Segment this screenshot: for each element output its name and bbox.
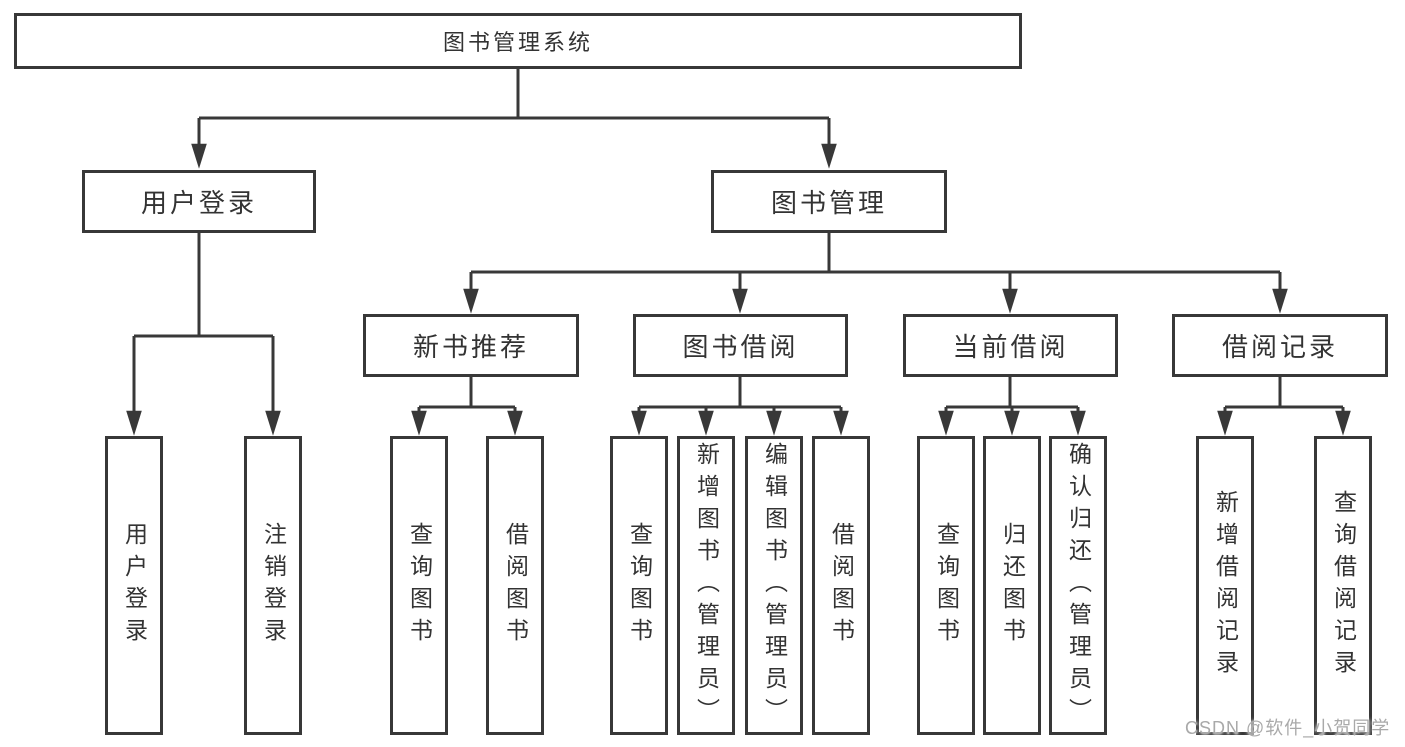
node-label: 当前借阅 xyxy=(952,332,1069,362)
node-current-borrow: 当前借阅 xyxy=(903,314,1118,377)
node-label: 新书推荐 xyxy=(412,332,529,362)
leaf-confirm-return-admin: 确认归还（管理员） xyxy=(1049,436,1107,735)
leaf-label: 归还图书 xyxy=(999,521,1026,650)
leaf-label: 编辑图书（管理员） xyxy=(761,441,788,730)
connector-recommend-trunk xyxy=(419,377,515,409)
leaf-current-query-book: 查询图书 xyxy=(917,436,975,735)
node-label: 图书借阅 xyxy=(682,332,799,362)
leaf-label: 查询图书 xyxy=(406,521,433,650)
node-book-borrow: 图书借阅 xyxy=(633,314,848,377)
leaf-label: 查询图书 xyxy=(933,521,960,650)
leaf-edit-book-admin: 编辑图书（管理员） xyxy=(745,436,803,735)
leaf-label: 借阅图书 xyxy=(828,521,855,650)
leaf-label: 查询借阅记录 xyxy=(1330,489,1357,682)
node-user-login: 用户登录 xyxy=(82,170,316,233)
leaf-label: 新增图书（管理员） xyxy=(693,441,720,730)
leaf-label: 借阅图书 xyxy=(502,521,529,650)
leaf-return-book: 归还图书 xyxy=(983,436,1041,735)
leaf-label: 新增借阅记录 xyxy=(1212,489,1239,682)
leaf-query-borrow-record: 查询借阅记录 xyxy=(1314,436,1372,735)
leaf-add-book-admin: 新增图书（管理员） xyxy=(677,436,735,735)
csdn-watermark: CSDN @软件_小贺同学 xyxy=(1185,718,1391,738)
connector-root-trunk xyxy=(199,69,829,120)
connector-records-trunk xyxy=(1225,377,1343,409)
connector-mgmt-trunk xyxy=(471,233,1280,274)
node-label: 用户登录 xyxy=(140,188,257,218)
node-new-book-recommend: 新书推荐 xyxy=(363,314,579,377)
node-borrow-records: 借阅记录 xyxy=(1172,314,1388,377)
node-book-management: 图书管理 xyxy=(711,170,947,233)
node-label: 图书管理 xyxy=(770,188,887,218)
leaf-add-borrow-record: 新增借阅记录 xyxy=(1196,436,1254,735)
leaf-label: 注销登录 xyxy=(260,521,287,650)
leaf-logout: 注销登录 xyxy=(244,436,302,735)
node-label: 借阅记录 xyxy=(1221,332,1338,362)
leaf-recommend-query-book: 查询图书 xyxy=(390,436,448,735)
leaf-label: 查询图书 xyxy=(626,521,653,650)
leaf-label: 用户登录 xyxy=(121,521,148,650)
leaf-label: 确认归还（管理员） xyxy=(1065,441,1092,730)
node-root: 图书管理系统 xyxy=(14,13,1022,69)
leaf-recommend-borrow-book: 借阅图书 xyxy=(486,436,544,735)
node-root-label: 图书管理系统 xyxy=(442,30,593,55)
connector-current-trunk xyxy=(946,377,1078,409)
leaf-borrow-query-book: 查询图书 xyxy=(610,436,668,735)
connector-login-trunk xyxy=(134,233,273,338)
leaf-borrow-book: 借阅图书 xyxy=(812,436,870,735)
leaf-user-login: 用户登录 xyxy=(105,436,163,735)
connector-borrow-trunk xyxy=(639,377,841,409)
